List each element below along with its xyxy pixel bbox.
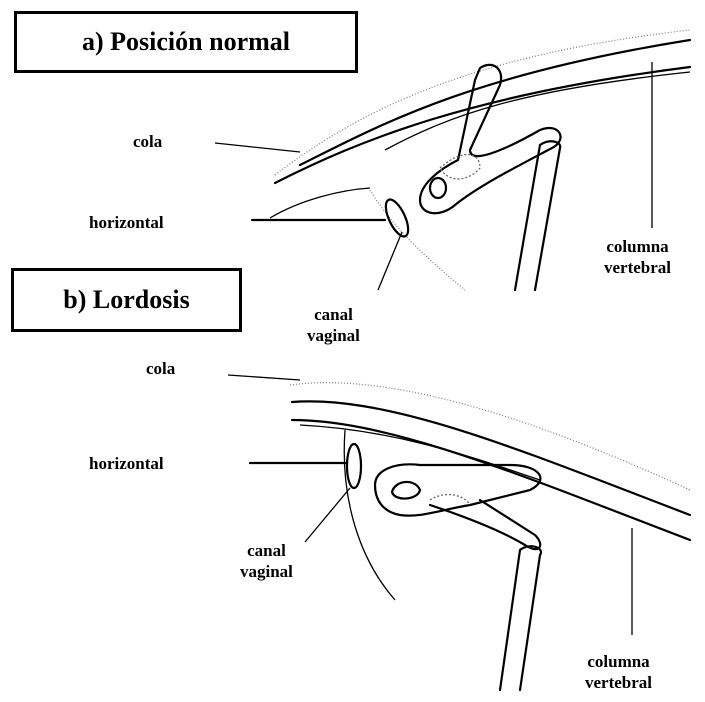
panel-b-title-box: b) Lordosis (11, 268, 242, 332)
panel-b-label-spine-line1: columna (585, 651, 652, 672)
panel-b-label-spine-line2: vertebral (585, 672, 652, 693)
panel-b-label-canal-line2: vaginal (240, 561, 293, 582)
panel-a-pelvis (420, 65, 561, 213)
panel-b-label-spine: columna vertebral (585, 651, 652, 694)
panel-b-back-line-2 (292, 420, 690, 540)
panel-a-vaginal-canal (381, 196, 412, 239)
panel-b-title: b) Lordosis (63, 285, 189, 315)
panel-b-tail-pointer (228, 375, 300, 380)
panel-b-pelvis-hole (392, 482, 420, 499)
panel-b-inner-line (300, 425, 540, 480)
panel-a-title-box: a) Posición normal (14, 11, 358, 73)
panel-a-label-spine-line1: columna (604, 236, 671, 257)
panel-b-label-canal: canal vaginal (240, 540, 293, 583)
panel-a-label-tail: cola (133, 131, 162, 152)
panel-b-ilium (430, 500, 540, 549)
panel-a-body-outline (270, 188, 370, 218)
panel-a-label-spine-line2: vertebral (604, 257, 671, 278)
panel-b-fur (290, 383, 690, 490)
panel-a-label-canal: canal vaginal (307, 304, 360, 347)
panel-b-canal-pointer (305, 488, 350, 542)
panel-b-label-canal-line1: canal (240, 540, 293, 561)
panel-a-tail-pointer (215, 143, 300, 152)
panel-b-femur (500, 546, 541, 690)
panel-a-label-canal-line1: canal (307, 304, 360, 325)
panel-b-vaginal-canal (347, 444, 361, 488)
panel-a-label-canal-line2: vaginal (307, 325, 360, 346)
panel-b-label-tail: cola (146, 358, 175, 379)
panel-a-canal-pointer (378, 232, 402, 290)
panel-a-label-horizontal: horizontal (89, 212, 164, 233)
panel-a-label-spine: columna vertebral (604, 236, 671, 279)
panel-b-back-line-1 (292, 401, 690, 515)
panel-a-title: a) Posición normal (82, 27, 290, 57)
panel-b-body-outline (344, 430, 395, 600)
panel-b-ilium-inner (430, 495, 470, 505)
panel-a-inner-line-1 (385, 72, 690, 150)
panel-b-label-horizontal: horizontal (89, 453, 164, 474)
panel-a-pelvis-hole (430, 178, 446, 198)
panel-b-drawing (228, 375, 690, 690)
